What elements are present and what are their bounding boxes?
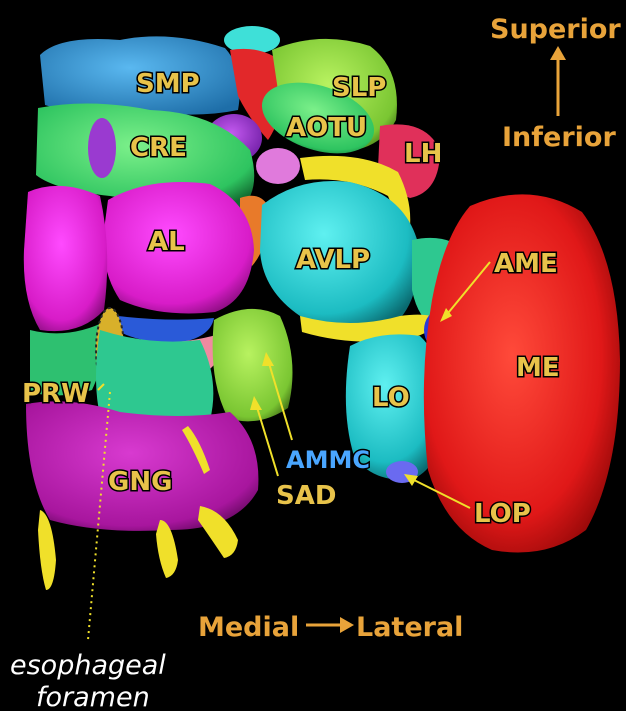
yellow-leg-left (38, 510, 56, 590)
caption-line-2: foramen (36, 682, 150, 711)
lop-label: LOP (474, 499, 531, 529)
lateral-label: Lateral (356, 612, 463, 643)
inferior-label: Inferior (502, 122, 616, 153)
left-magenta-lobe (24, 186, 107, 331)
medial-label: Medial (198, 612, 299, 643)
lo-label: LO (372, 383, 410, 413)
prw-base-green (96, 330, 213, 422)
superior-arrow-head (550, 46, 566, 60)
aotu-label: AOTU (286, 113, 367, 143)
lateral-arrow-head (340, 617, 354, 633)
caption-line-1: esophageal (10, 650, 166, 681)
gng-label: GNG (108, 467, 172, 497)
cre-label: CRE (130, 133, 187, 163)
al-label: AL (148, 227, 185, 257)
sad-label: SAD (276, 481, 336, 511)
prw-label: PRW (22, 379, 90, 409)
pink-blob (256, 148, 300, 184)
ame-label: AME (494, 249, 558, 279)
superior-label: Superior (490, 14, 621, 45)
ammc-label: AMMC (286, 446, 370, 474)
slp-label: SLP (332, 73, 386, 103)
avlp-label: AVLP (296, 245, 370, 275)
purple-small-left (88, 118, 116, 178)
lh-label: LH (404, 139, 442, 169)
smp-label: SMP (136, 69, 200, 99)
me-label: ME (516, 353, 560, 383)
